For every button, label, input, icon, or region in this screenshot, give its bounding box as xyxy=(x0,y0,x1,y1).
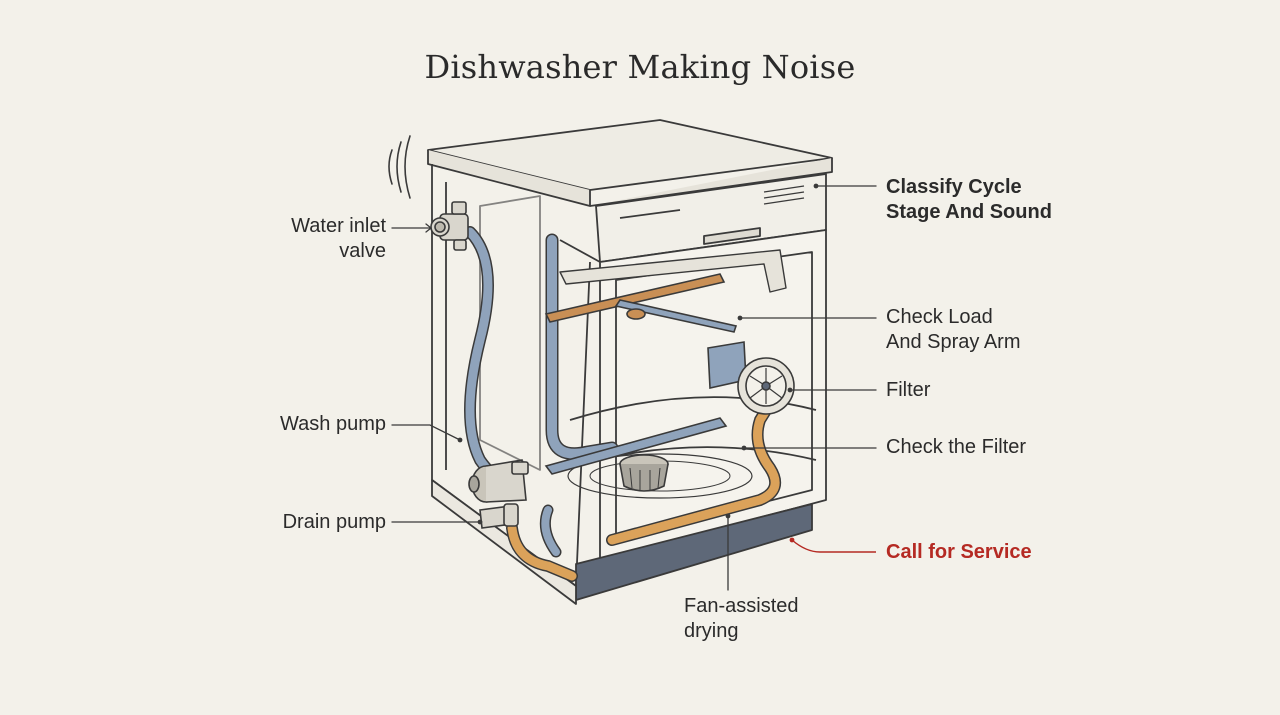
noise-waves-icon xyxy=(388,135,411,199)
label-classify-cycle-line2: Stage And Sound xyxy=(886,201,1052,223)
water-inlet-valve-icon xyxy=(430,201,469,251)
leader-dots xyxy=(457,183,819,543)
label-check-load-line2: And Spray Arm xyxy=(886,331,1021,353)
lower-spray-arm-icon xyxy=(544,417,728,492)
label-water-inlet-valve-line1: Water inlet xyxy=(291,215,386,237)
diagram-title: Dishwasher Making Noise xyxy=(424,48,856,86)
label-check-filter: Check the Filter xyxy=(886,436,1027,458)
label-call-service: Call for Service xyxy=(886,541,1032,563)
service-leader-line xyxy=(791,539,876,553)
label-fan-assisted-line2: drying xyxy=(684,620,739,642)
label-filter: Filter xyxy=(886,379,931,401)
label-fan-assisted-line1: Fan-assisted xyxy=(684,595,799,617)
label-check-load-line1: Check Load xyxy=(886,306,993,328)
wash-pump-icon xyxy=(468,459,529,503)
label-classify-cycle: Classify Cycle Stage And Sound xyxy=(886,175,1052,225)
drain-pump-icon xyxy=(479,503,519,529)
label-water-inlet-valve: Water inlet valve xyxy=(262,214,386,264)
label-water-inlet-valve-line2: valve xyxy=(339,240,386,262)
label-fan-assisted: Fan-assisted drying xyxy=(684,594,799,644)
fan-filter-icon xyxy=(707,341,795,415)
drain-hose xyxy=(506,398,782,582)
upper-spray-arm-icon xyxy=(544,273,738,333)
label-drain-pump: Drain pump xyxy=(282,511,386,533)
label-classify-cycle-line1: Classify Cycle xyxy=(886,176,1022,198)
leader-lines xyxy=(391,185,877,591)
label-wash-pump: Wash pump xyxy=(280,413,386,435)
label-check-load: Check Load And Spray Arm xyxy=(886,305,1021,355)
